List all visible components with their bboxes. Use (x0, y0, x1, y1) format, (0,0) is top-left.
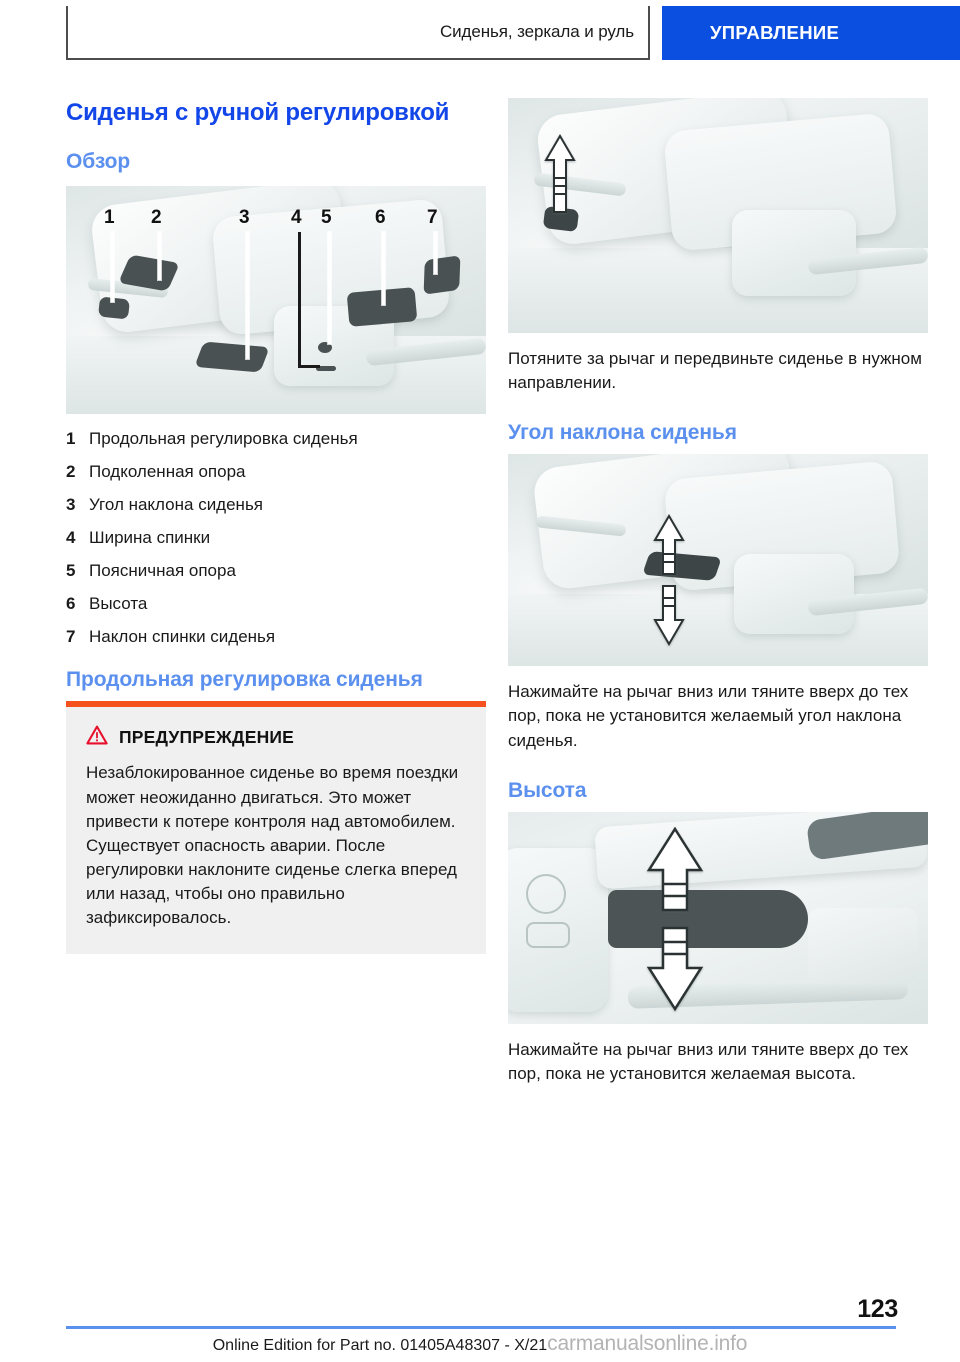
list-item-number: 2 (66, 461, 76, 481)
lever-7-shape (423, 254, 461, 295)
callout-number-7: 7 (427, 206, 438, 228)
list-item-label: Ширина спинки (89, 528, 211, 548)
list-item: 1 Продольная регулировка сиденья (66, 428, 486, 450)
manual-seat-overview-illustration: 1 2 3 4 5 6 7 (66, 185, 486, 414)
warning-accent-bar (66, 701, 486, 708)
up-down-arrow-icon (652, 514, 686, 651)
breadcrumb-label: Сиденья, зеркала и руль (439, 22, 634, 41)
warning-box: ПРЕДУПРЕЖДЕНИЕ Незаблокированное сиденье… (66, 707, 486, 955)
callout-leader-2 (158, 231, 161, 280)
lever-3-shape (194, 341, 270, 373)
list-item-number: 6 (66, 594, 76, 614)
longitudinal-adjust-heading: Продольная регулировка сиденья (66, 668, 423, 692)
page-header: Сиденья, зеркала и руль УПРАВЛЕНИЕ (66, 6, 960, 62)
callout-leader-1 (111, 231, 114, 302)
tilt-angle-heading: Угол наклона сиденья (508, 421, 737, 445)
rect-button-shape (526, 921, 570, 948)
overview-legend-list: 1 Продольная регулировка сиденья 2 Подко… (66, 428, 486, 649)
list-item: 5 Поясничная опора (66, 560, 486, 582)
seat-tilt-angle-illustration (508, 454, 928, 667)
list-item-number: 1 (66, 428, 76, 448)
section-tab-label: УПРАВЛЕНИЕ (710, 22, 840, 43)
callout-leader-6 (382, 231, 385, 305)
list-item: 2 Подколенная опора (66, 461, 486, 483)
callout-number-2: 2 (151, 206, 162, 228)
height-lever-shape (608, 889, 808, 948)
callout-number-5: 5 (321, 206, 332, 228)
breadcrumb: Сиденья, зеркала и руль (66, 6, 650, 60)
callout-leader-5 (328, 231, 331, 344)
warning-triangle-icon (86, 725, 108, 750)
round-button-shape (526, 873, 566, 914)
list-item-number: 5 (66, 561, 76, 581)
site-watermark: carmanualsonline.info (547, 1332, 748, 1355)
footer-edition-line: Online Edition for Part no. 01405A48307 … (0, 1332, 960, 1356)
list-item-label: Высота (89, 594, 148, 614)
left-column: Сиденья с ручной регулировкой Обзор 1 2 … (66, 98, 486, 955)
warning-body-text: Незаблокированное сиденье во время поезд… (86, 763, 459, 928)
seat-console-shape (734, 554, 854, 635)
list-item-number: 4 (66, 528, 76, 548)
right-column: Потяните за рычаг и передвиньте сиденье … (508, 98, 928, 1086)
list-item: 4 Ширина спинки (66, 527, 486, 549)
section-tab: УПРАВЛЕНИЕ (662, 6, 960, 60)
callout-number-4: 4 (291, 206, 302, 228)
height-heading: Высота (508, 778, 587, 802)
lever-4-shape (316, 365, 336, 371)
callout-leader-7 (434, 231, 437, 274)
longitudinal-adjust-text: Потяните за рычаг и передвиньте сиденье … (508, 349, 922, 393)
list-item-label: Продольная регулировка сиденья (89, 428, 358, 448)
callout-number-6: 6 (375, 206, 386, 228)
list-item-number: 3 (66, 494, 76, 514)
seat-longitudinal-adjust-illustration (508, 98, 928, 333)
rear-panel-shape (808, 907, 918, 984)
callout-number-1: 1 (104, 206, 115, 228)
height-adjust-text: Нажимайте на рычаг вниз или тяните вверх… (508, 1039, 909, 1083)
list-item-label: Наклон спинки сиденья (89, 627, 276, 647)
side-panel-shape (508, 847, 608, 1012)
tilt-angle-text: Нажимайте на рычаг вниз или тяните вверх… (508, 682, 909, 750)
footer-divider (66, 1326, 896, 1329)
lever-5-shape (318, 341, 332, 353)
page-title: Сиденья с ручной регулировкой (66, 99, 450, 126)
list-item-label: Подколенная опора (89, 461, 246, 481)
warning-header: ПРЕДУПРЕЖДЕНИЕ (86, 725, 466, 750)
list-item: 7 Наклон спинки сиденья (66, 626, 486, 648)
up-down-arrow-icon (646, 826, 704, 1017)
lever-1-shape (98, 296, 130, 320)
seat-console-shape (732, 210, 856, 296)
edition-text: Online Edition for Part no. 01405A48307 … (212, 1337, 548, 1354)
list-item-label: Поясничная опора (89, 561, 236, 581)
list-item-label: Угол наклона сиденья (89, 494, 264, 514)
callout-leader-4 (298, 231, 301, 368)
list-item: 3 Угол наклона сиденья (66, 494, 486, 516)
page-number: 123 (857, 1295, 898, 1323)
callout-leader-3 (246, 231, 249, 359)
list-item-number: 7 (66, 627, 76, 647)
up-arrow-icon (544, 134, 576, 219)
callout-leader-4b (298, 364, 320, 368)
overview-heading: Обзор (66, 149, 131, 173)
warning-title: ПРЕДУПРЕЖДЕНИЕ (119, 727, 295, 748)
seat-height-adjust-illustration (508, 811, 928, 1024)
list-item: 6 Высота (66, 593, 486, 615)
callout-number-3: 3 (239, 206, 250, 228)
